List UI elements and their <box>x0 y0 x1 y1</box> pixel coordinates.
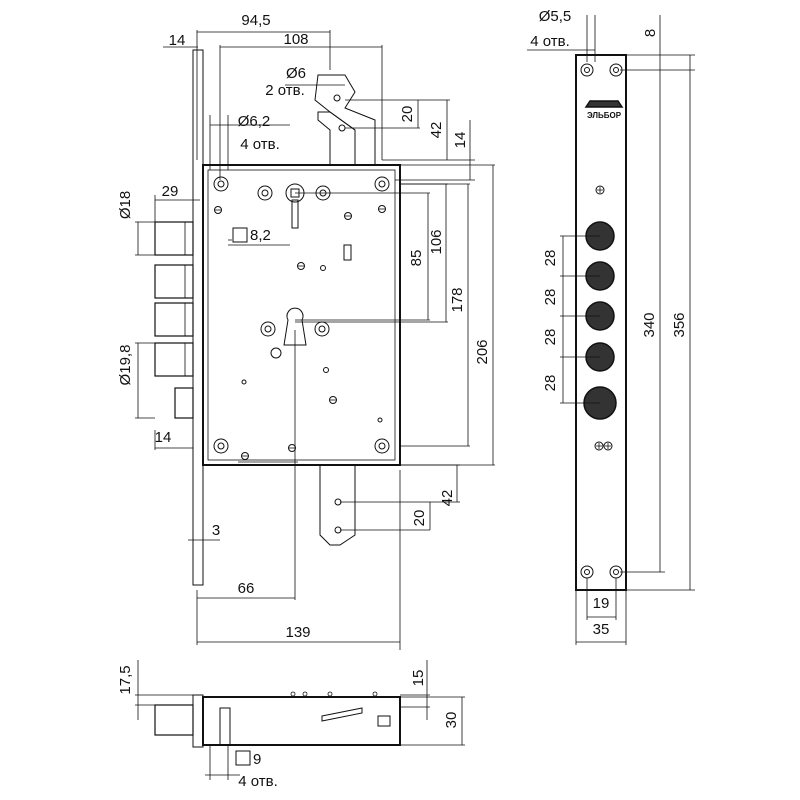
top-rod-hole-1 <box>333 94 341 102</box>
square-icon <box>232 227 248 243</box>
lock-front-view: 94,5 108 14 Ø6 2 отв. 20 42 14 Ø6,2 4 от… <box>117 12 495 650</box>
dim-66: 66 <box>238 580 255 597</box>
dim-85: 85 <box>408 250 425 267</box>
dim-8: 8 <box>642 29 659 37</box>
dim-178: 178 <box>449 287 466 312</box>
strike-dimension-lines <box>527 15 695 645</box>
dim-42-bot: 42 <box>439 490 456 507</box>
dim-d6-2: Ø6,2 <box>238 113 271 130</box>
dim-2-otv: 2 отв. <box>265 82 305 99</box>
dim-17-5: 17,5 <box>117 665 134 694</box>
dim-28-2: 28 <box>542 289 559 306</box>
dim-356: 356 <box>671 312 688 337</box>
brand-logo-text: ЭЛЬБОР <box>587 111 622 120</box>
dim-20-top: 20 <box>399 106 416 123</box>
side-dimension-lines <box>135 660 465 746</box>
dim-35: 35 <box>593 621 610 638</box>
top-rod-hole-2 <box>338 124 346 132</box>
lock-body <box>202 164 401 466</box>
small-slot <box>343 244 352 261</box>
mount-hole-tr <box>374 176 390 192</box>
dim-sq-8-2: 8,2 <box>250 227 271 244</box>
side-bolt <box>154 704 194 736</box>
square-icon <box>235 750 251 766</box>
front-dimension-lines <box>135 30 495 650</box>
dim-106: 106 <box>428 229 445 254</box>
dim-206: 206 <box>474 339 491 364</box>
dim-108: 108 <box>283 31 308 48</box>
dim-14-top: 14 <box>169 32 186 49</box>
dim-4-otv-b: 4 отв. <box>530 33 570 50</box>
dim-d5-5: Ø5,5 <box>539 8 572 25</box>
dim-d18: Ø18 <box>117 191 134 219</box>
top-rod-bracket <box>314 74 376 166</box>
dim-29: 29 <box>162 183 179 200</box>
dim-d6: Ø6 <box>286 65 306 82</box>
dim-340: 340 <box>641 312 658 337</box>
dim-19: 19 <box>593 595 610 612</box>
dim-28-3: 28 <box>542 329 559 346</box>
dim-20-bot: 20 <box>411 510 428 527</box>
screw-icon <box>214 205 386 460</box>
dim-139: 139 <box>285 624 310 641</box>
dim-d19-8: Ø19,8 <box>117 345 134 386</box>
dim-14-left: 14 <box>155 429 172 446</box>
lock-faceplate <box>192 49 204 586</box>
dim-30: 30 <box>443 712 460 729</box>
strike-plate-view: ЭЛЬБОР Ø5,5 4 отв. 8 28 28 28 28 3 <box>527 8 695 645</box>
brand-logo-icon <box>584 100 624 108</box>
dim-94-5: 94,5 <box>241 12 270 29</box>
dim-15: 15 <box>410 670 427 687</box>
dim-14-right: 14 <box>452 132 469 149</box>
dim-4-otv-a: 4 отв. <box>240 136 280 153</box>
strike-plate-outline <box>575 54 627 591</box>
mount-hole-br <box>374 438 390 454</box>
dim-4-otv-c: 4 отв. <box>238 773 278 790</box>
lock-body-inner <box>207 169 396 461</box>
strike-screw-icon <box>594 185 613 451</box>
dim-3: 3 <box>212 522 220 539</box>
top-rod <box>317 111 356 166</box>
side-body <box>202 696 401 746</box>
mount-hole-bl <box>213 438 229 454</box>
lock-side-view: 17,5 15 30 9 4 отв. <box>117 660 465 790</box>
dim-28-1: 28 <box>542 250 559 267</box>
lock-bolts <box>154 221 194 419</box>
dim-42-top: 42 <box>428 122 445 139</box>
dim-28-4: 28 <box>542 375 559 392</box>
side-faceplate <box>192 694 204 748</box>
mount-hole-tl <box>213 176 229 192</box>
dim-sq-9: 9 <box>253 751 261 768</box>
